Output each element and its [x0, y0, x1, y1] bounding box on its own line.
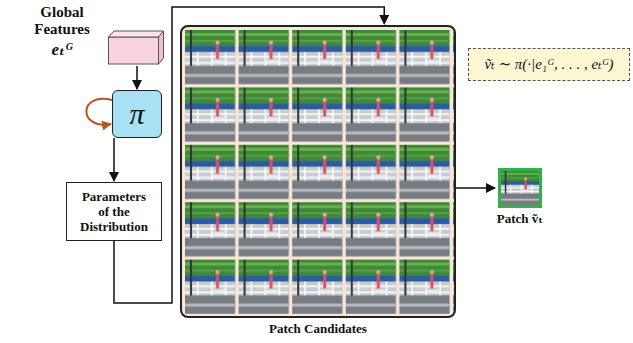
sampling-note: ṽₜ ∼ π(·|e₁ᴳ, . . . , eₜᴳ)	[468, 48, 630, 81]
patch-caption: Patch ṽₜ	[486, 211, 554, 227]
flow-arrow	[113, 138, 115, 181]
sampling-formula: ṽₜ ∼ π(·|e₁ᴳ, . . . , eₜᴳ)	[477, 55, 621, 74]
feature-title: Global Features	[20, 4, 104, 38]
panel-frame	[180, 25, 456, 318]
policy-box: π	[112, 90, 162, 138]
feature-caption: Global Featureseₜᴳ	[20, 4, 104, 60]
patch-frame	[498, 168, 542, 208]
process-box: Parameters of the Distribution	[66, 182, 162, 241]
feature-cuboid	[108, 30, 164, 66]
cuboid-front	[109, 37, 159, 64]
patch-image	[501, 171, 539, 205]
policy-symbol: π	[129, 98, 144, 130]
feature-block: Global Featureseₜᴳ	[20, 4, 170, 70]
selected-patch: Patch ṽₜ	[486, 168, 554, 227]
cuboid-top	[109, 31, 164, 37]
patch-grid	[182, 27, 454, 316]
patch-grid-fill	[182, 27, 454, 316]
process-label: Parameters of the Distribution	[75, 189, 153, 234]
flow-arrow	[456, 187, 495, 189]
cuboid-side	[159, 31, 164, 64]
recurrent-loop	[86, 99, 112, 125]
flow-arrow	[136, 66, 138, 89]
feature-symbol: eₜᴳ	[20, 40, 104, 60]
candidate-panel: Patch Candidates	[180, 25, 456, 337]
panel-caption: Patch Candidates	[180, 321, 456, 337]
